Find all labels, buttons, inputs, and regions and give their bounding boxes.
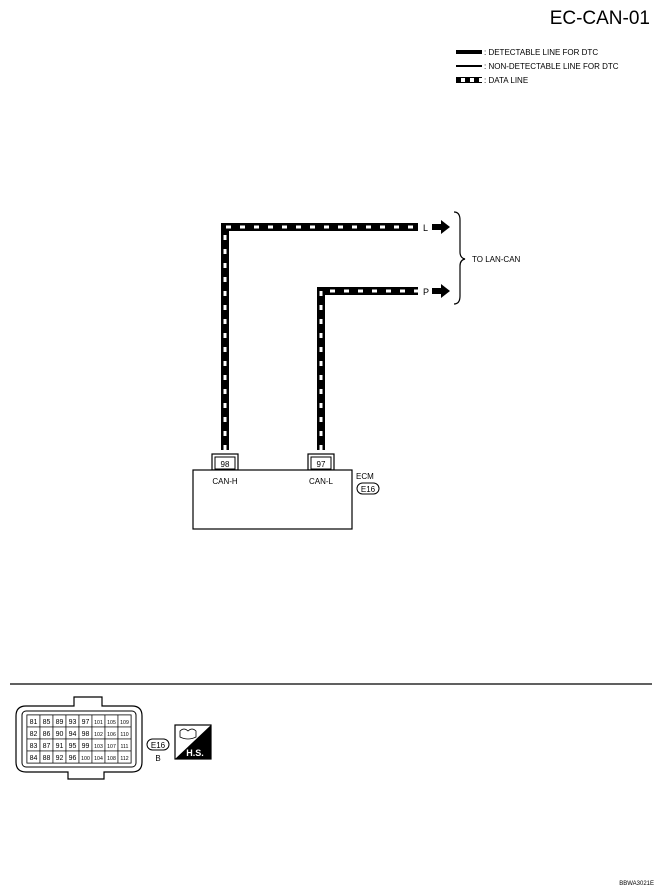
pin-label: 90	[56, 731, 64, 738]
pin-number: 97	[317, 460, 326, 469]
data-line-swatch	[456, 77, 482, 83]
legend-item-nondetectable: : NON-DETECTABLE LINE FOR DTC	[456, 59, 619, 73]
pin-label: 105	[107, 720, 116, 726]
pin-label: 107	[107, 744, 116, 750]
arrow-right-icon	[432, 220, 450, 234]
pin-label: 83	[30, 743, 38, 750]
nondetectable-line-swatch	[456, 65, 482, 67]
can-l-data-line	[317, 287, 418, 450]
legend-label: : DETECTABLE LINE FOR DTC	[484, 47, 599, 57]
pin-label: 87	[43, 743, 51, 750]
pin-label: 98	[82, 731, 90, 738]
legend-label: : DATA LINE	[484, 75, 529, 85]
pin-label: 106	[107, 732, 116, 738]
pin-cell	[117, 750, 132, 764]
can-h-data-line	[221, 223, 418, 450]
signal-label-can-h: CAN-H	[212, 477, 238, 486]
pin-label: 104	[94, 756, 103, 762]
pin-label: 112	[120, 756, 128, 762]
connector-badge	[146, 738, 170, 751]
page-title: EC-CAN-01	[549, 8, 650, 29]
pin-label: 81	[30, 719, 38, 726]
pin-label: 108	[107, 756, 116, 762]
terminal-98: 98	[211, 453, 239, 471]
signal-label-can-l: CAN-L	[309, 477, 334, 486]
harness-side-badge: H.S.	[174, 724, 212, 760]
pin-label: 101	[94, 720, 103, 726]
connector-id: E16	[151, 741, 166, 750]
brace-icon	[453, 211, 466, 305]
pin-label: 88	[43, 755, 51, 762]
wire-color-code-l: L	[423, 223, 428, 233]
legend-label: : NON-DETECTABLE LINE FOR DTC	[484, 61, 619, 71]
pin-grid: 81 85 89 93 97 101 105 109 82 86 90 94 98 102 106 110 83…	[26, 714, 132, 764]
pin-label: 97	[82, 719, 90, 726]
line-legend: : DETECTABLE LINE FOR DTC : NON-DETECTAB…	[456, 45, 619, 87]
pin-label: 109	[120, 720, 129, 726]
pin-label: 93	[69, 719, 77, 726]
figure-code: BBWA3021E	[619, 881, 654, 887]
terminal-97: 97	[307, 453, 335, 471]
connector-id: E16	[361, 485, 376, 494]
wire-color-code-p: P	[318, 437, 323, 446]
pin-label: 95	[69, 743, 77, 750]
connector-face-view: 81 85 89 93 97 101 105 109 82 86 90 94 98 102 106 110 83…	[15, 696, 143, 780]
pin-label: 91	[56, 743, 64, 750]
arrow-right-icon	[432, 284, 450, 298]
pin-label: 85	[43, 719, 51, 726]
pin-number: 98	[221, 460, 230, 469]
detectable-line-swatch	[456, 50, 482, 54]
pin-label: 94	[69, 731, 77, 738]
pin-label: 99	[82, 743, 90, 750]
pin-label: 100	[81, 756, 90, 762]
connector-icon	[179, 728, 197, 740]
pin-label: 89	[56, 719, 64, 726]
pin-label: 96	[69, 755, 77, 762]
destination-label: TO LAN-CAN	[472, 255, 521, 264]
wire-color-code-p: P	[423, 287, 429, 297]
legend-item-detectable: : DETECTABLE LINE FOR DTC	[456, 45, 619, 59]
ecm-unit-box	[192, 469, 353, 530]
pin-label: 86	[43, 731, 51, 738]
pin-label: 103	[94, 744, 103, 750]
connector-badge	[356, 482, 380, 495]
pin-label: 111	[121, 744, 129, 750]
pin-label: 102	[94, 732, 103, 738]
unit-name: ECM	[356, 472, 374, 481]
legend-item-data: : DATA LINE	[456, 73, 619, 87]
wire-color-code-l: L	[222, 437, 227, 446]
hs-label: H.S.	[186, 748, 204, 758]
connector-color: B	[155, 754, 160, 763]
pin-label: 110	[120, 732, 128, 738]
pin-label: 84	[30, 755, 38, 762]
pin-label: 82	[30, 731, 38, 738]
pin-label: 92	[56, 755, 64, 762]
